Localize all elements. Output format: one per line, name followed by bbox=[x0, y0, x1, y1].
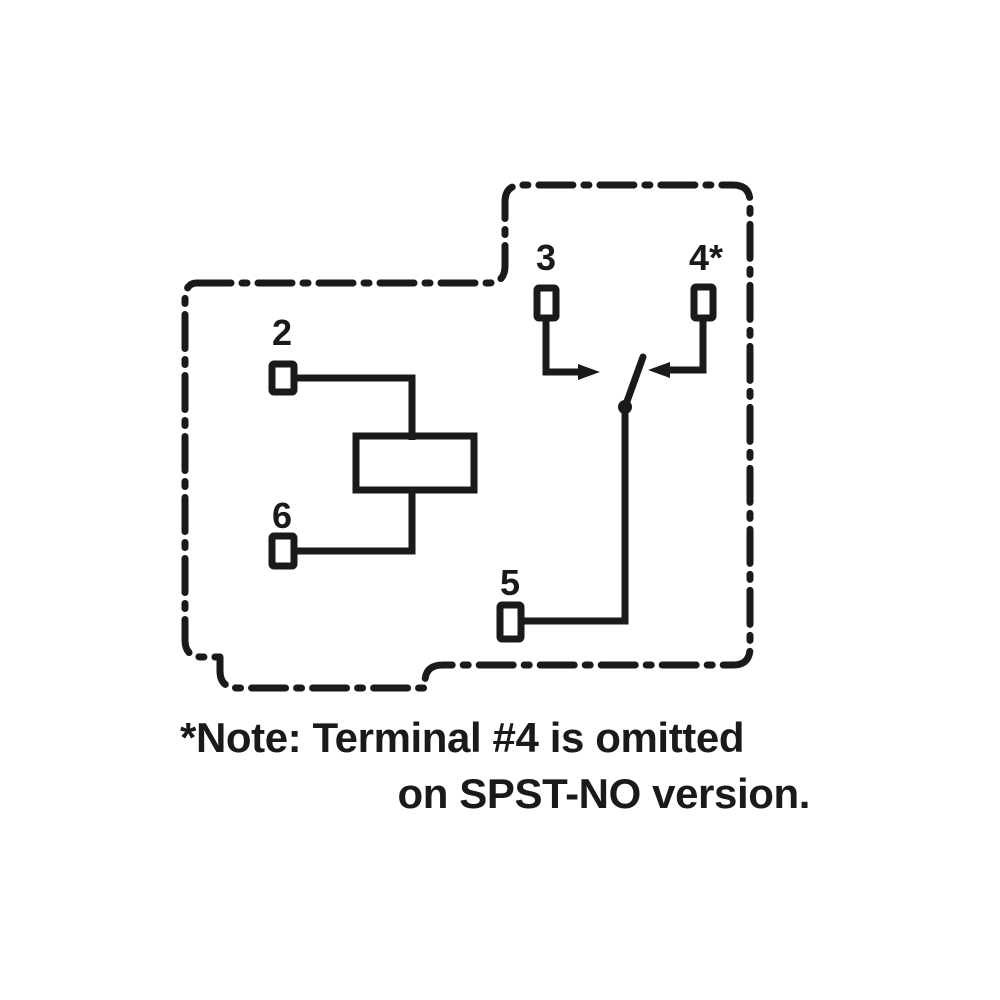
movable-contact-blade bbox=[621, 353, 647, 411]
footnote-text: *Note: Terminal #4 is omitted on SPST-NO … bbox=[180, 714, 810, 817]
footnote-line-2: on SPST-NO version. bbox=[398, 770, 810, 817]
terminal-pad-3 bbox=[533, 284, 560, 322]
terminal-label-3: 3 bbox=[536, 237, 556, 278]
terminal-label-5: 5 bbox=[500, 562, 520, 603]
relay-body-outline bbox=[181, 181, 754, 692]
wire-terminal-2-to-coil bbox=[294, 374, 416, 440]
contact-arrow-group bbox=[578, 362, 670, 380]
wire-terminal-5-to-pivot bbox=[521, 407, 629, 625]
contact-arrow-from-terminal-4 bbox=[648, 362, 670, 378]
contact-pivot-dot bbox=[618, 400, 632, 414]
relay-coil bbox=[352, 432, 478, 494]
terminal-group: 2 6 3 4* 5 bbox=[268, 237, 723, 643]
wire-coil-to-terminal-6 bbox=[294, 487, 416, 555]
wire-group bbox=[294, 318, 707, 625]
contact-arrow-from-terminal-3 bbox=[578, 364, 600, 380]
terminal-label-4: 4* bbox=[689, 237, 723, 278]
terminal-label-2: 2 bbox=[272, 312, 292, 353]
terminal-pad-6 bbox=[268, 532, 298, 570]
terminal-pad-5 bbox=[496, 601, 525, 643]
footnote-line-1: *Note: Terminal #4 is omitted bbox=[180, 714, 744, 761]
terminal-label-6: 6 bbox=[272, 495, 292, 536]
terminal-pad-2 bbox=[268, 360, 298, 396]
wire-terminal-4-to-contact bbox=[668, 318, 707, 374]
terminal-pad-4 bbox=[690, 283, 717, 322]
wire-terminal-3-to-contact bbox=[542, 318, 583, 376]
